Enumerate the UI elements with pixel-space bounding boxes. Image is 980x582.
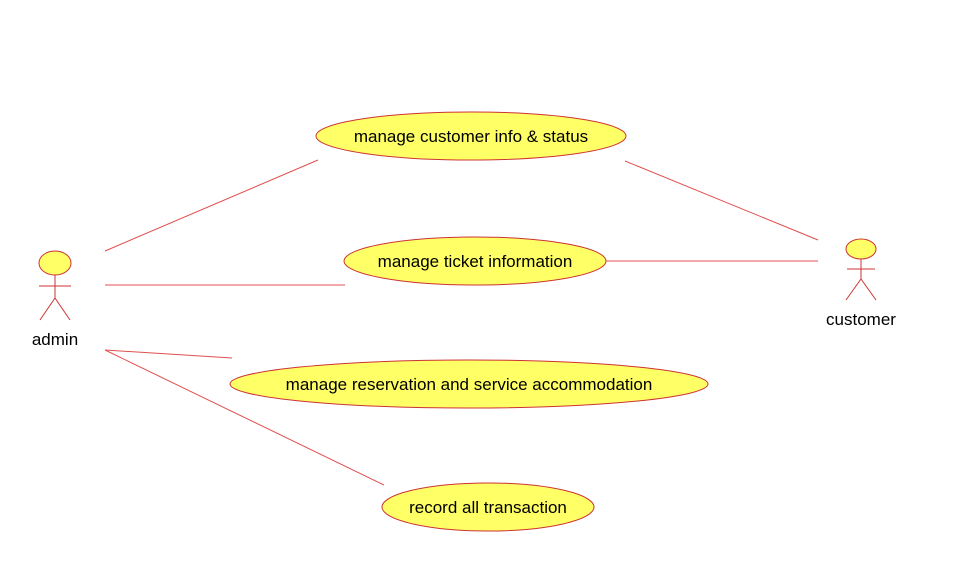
use-case-ellipse xyxy=(381,482,595,532)
use-case-ellipse xyxy=(229,359,709,409)
actor-admin[interactable]: admin xyxy=(32,250,78,349)
association-admin-uc3 xyxy=(104,349,233,359)
association-admin-uc4 xyxy=(104,349,385,486)
actor-head xyxy=(38,250,72,276)
stick-figure-icon xyxy=(845,238,877,301)
use-case-manage-customer-info[interactable]: manage customer info & status xyxy=(315,111,627,161)
use-case-label: manage ticket information xyxy=(378,252,573,271)
use-case-label: record all transaction xyxy=(409,498,567,517)
association-admin-uc1 xyxy=(104,159,319,252)
use-case-record-all-transaction[interactable]: record all transaction xyxy=(381,482,595,532)
actor-leg-left xyxy=(39,297,56,321)
use-case-label: manage reservation and service accommoda… xyxy=(286,375,653,394)
use-case-manage-ticket-information[interactable]: manage ticket information xyxy=(343,236,607,286)
actor-customer[interactable]: customer xyxy=(826,238,896,329)
actor-head xyxy=(845,238,877,260)
use-case-ellipse xyxy=(315,111,627,161)
actor-label: admin xyxy=(32,330,78,349)
association-customer-uc1 xyxy=(624,160,819,241)
use-case-label: manage customer info & status xyxy=(354,127,588,146)
actor-leg-right xyxy=(54,297,71,321)
actor-label: customer xyxy=(826,310,896,329)
associations xyxy=(104,159,819,486)
actor-leg-right xyxy=(860,278,877,301)
use-case-manage-reservation[interactable]: manage reservation and service accommoda… xyxy=(229,359,709,409)
stick-figure-icon xyxy=(38,250,72,321)
actor-leg-left xyxy=(845,278,862,301)
use-case-ellipse xyxy=(343,236,607,286)
